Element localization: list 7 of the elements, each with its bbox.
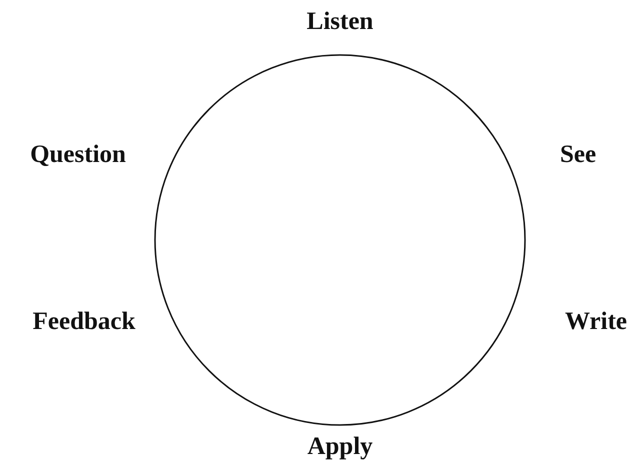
step-label: Feedback — [32, 308, 136, 336]
step-label: Listen — [306, 8, 374, 36]
step-label: Write — [565, 308, 627, 336]
step-label: See — [560, 141, 596, 169]
cycle-circle — [154, 54, 526, 426]
step-label: Apply — [307, 433, 373, 461]
step-label: Question — [30, 141, 126, 169]
